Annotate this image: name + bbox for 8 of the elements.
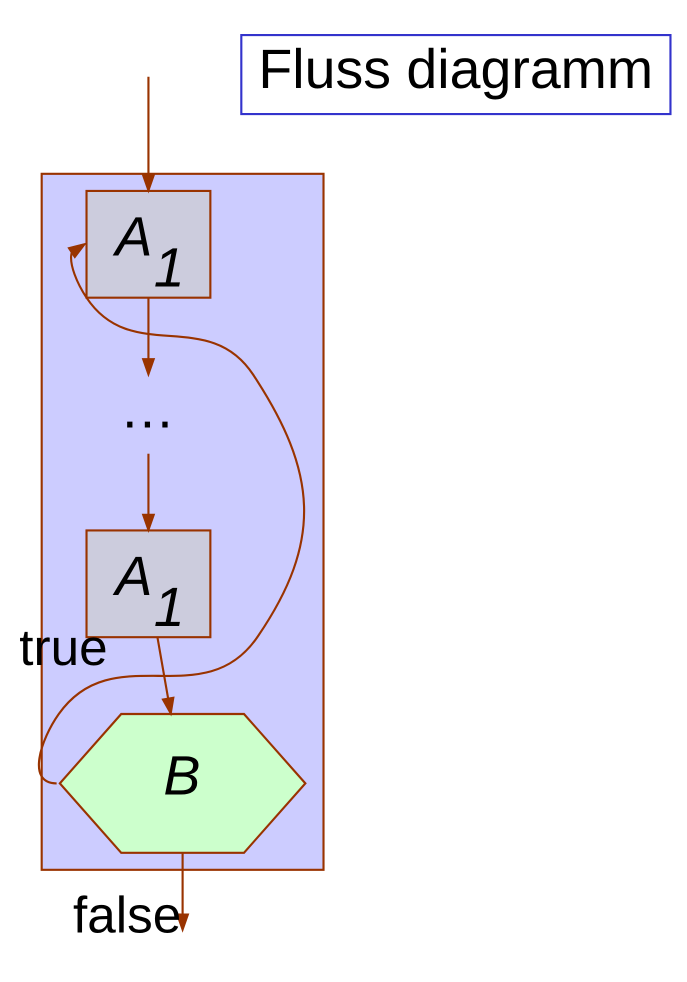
- arrow: [156, 637, 174, 717]
- arrow: [141, 454, 155, 534]
- edge-label: false: [72, 886, 181, 944]
- arrow: [141, 298, 155, 378]
- node-text: …: [119, 377, 175, 440]
- node-box: Fluss diagramm: [240, 34, 672, 116]
- arrow: [175, 853, 189, 933]
- arrow: [141, 76, 155, 194]
